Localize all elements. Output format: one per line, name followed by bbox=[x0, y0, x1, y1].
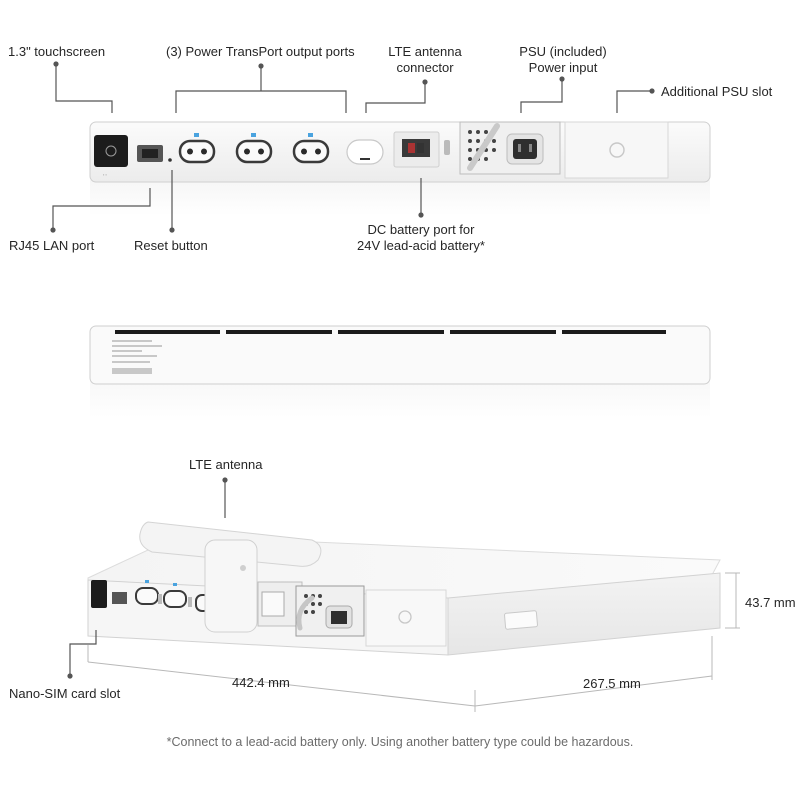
power-transport-port-2 bbox=[235, 133, 273, 164]
front-reflection bbox=[90, 180, 710, 216]
power-transport-port-3 bbox=[292, 133, 330, 164]
label-rj45: RJ45 LAN port bbox=[9, 238, 95, 253]
label-dc-battery-line2: 24V lead-acid battery* bbox=[357, 238, 485, 253]
label-psu-line2: Power input bbox=[528, 60, 598, 75]
lte-antenna-model bbox=[139, 521, 322, 633]
rear-chassis bbox=[89, 325, 711, 385]
front-view: ▪ ▪ bbox=[89, 121, 711, 216]
label-lte-connector: LTE antenna connector bbox=[375, 44, 475, 76]
leader-lines bbox=[50, 61, 655, 679]
lte-connector-cover bbox=[346, 139, 384, 165]
dimension-depth: 267.5 mm bbox=[583, 676, 641, 691]
regulatory-label bbox=[112, 340, 162, 374]
label-lte-antenna: LTE antenna bbox=[189, 457, 263, 472]
label-additional-psu: Additional PSU slot bbox=[661, 84, 773, 99]
label-lte-connector-line1: LTE antenna bbox=[388, 44, 462, 59]
label-output-ports: (3) Power TransPort output ports bbox=[166, 44, 355, 59]
iso-side-face bbox=[447, 572, 721, 656]
iso-additional-psu bbox=[365, 589, 447, 647]
label-touchscreen: 1.3" touchscreen bbox=[8, 44, 106, 59]
label-psu-line1: PSU (included) bbox=[519, 44, 607, 59]
label-reset: Reset button bbox=[134, 238, 208, 253]
dimension-lines bbox=[87, 572, 740, 712]
label-dc-battery-line1: DC battery port for bbox=[367, 222, 475, 237]
touchscreen-display bbox=[94, 135, 128, 167]
footnote: *Connect to a lead-acid battery only. Us… bbox=[166, 735, 634, 749]
power-transport-port-1 bbox=[178, 133, 216, 164]
label-lte-connector-line2: connector bbox=[396, 60, 454, 75]
label-nano-sim: Nano-SIM card slot bbox=[9, 686, 121, 701]
svg-text:▪ ▪: ▪ ▪ bbox=[103, 172, 108, 177]
iso-touchscreen bbox=[91, 580, 107, 608]
isometric-view bbox=[87, 521, 721, 656]
dimension-width: 442.4 mm bbox=[232, 675, 290, 690]
label-dc-battery: DC battery port for 24V lead-acid batter… bbox=[345, 222, 497, 254]
additional-psu-slot bbox=[564, 121, 669, 179]
touchscreen-icon bbox=[105, 145, 117, 157]
reset-hole bbox=[168, 158, 172, 162]
label-psu: PSU (included) Power input bbox=[508, 44, 618, 76]
dimension-height: 43.7 mm bbox=[745, 595, 796, 610]
rear-view bbox=[89, 325, 711, 418]
iso-rj45 bbox=[112, 592, 127, 604]
